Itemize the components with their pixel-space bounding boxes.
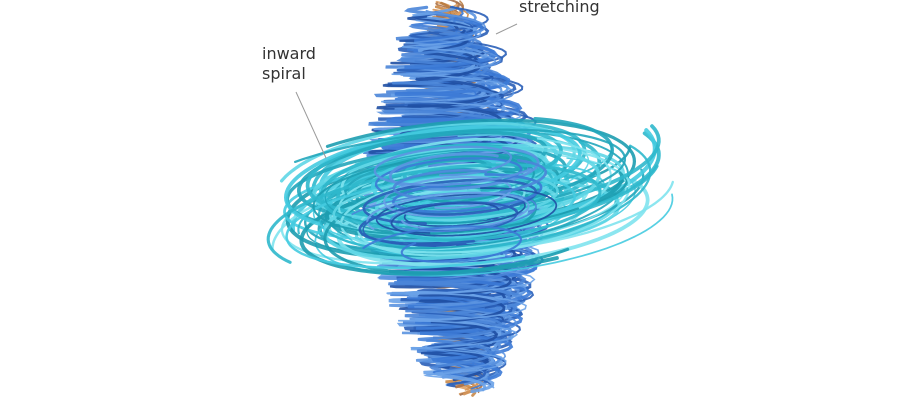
cyan-strand	[362, 178, 538, 225]
stretching-pointer	[495, 23, 518, 35]
cyan-strand	[362, 201, 518, 247]
inward-spiral-label-line1: inward	[262, 44, 316, 63]
cyan-strand	[383, 175, 512, 218]
cyan-strand	[392, 173, 543, 214]
inward-spiral-pointer	[295, 91, 327, 159]
blue-front-strands	[351, 145, 558, 263]
cyan-strand	[339, 177, 674, 254]
inward-spiral-label: inward spiral	[262, 44, 316, 84]
cyan-strand	[362, 225, 522, 263]
cyan-strand	[266, 163, 602, 264]
cyan-strand	[373, 145, 533, 187]
stretching-label: stretching	[519, 0, 600, 16]
inward-spiral-label-line2: spiral	[262, 64, 306, 83]
cyan-strand	[392, 159, 548, 200]
cyan-strand	[366, 191, 530, 231]
